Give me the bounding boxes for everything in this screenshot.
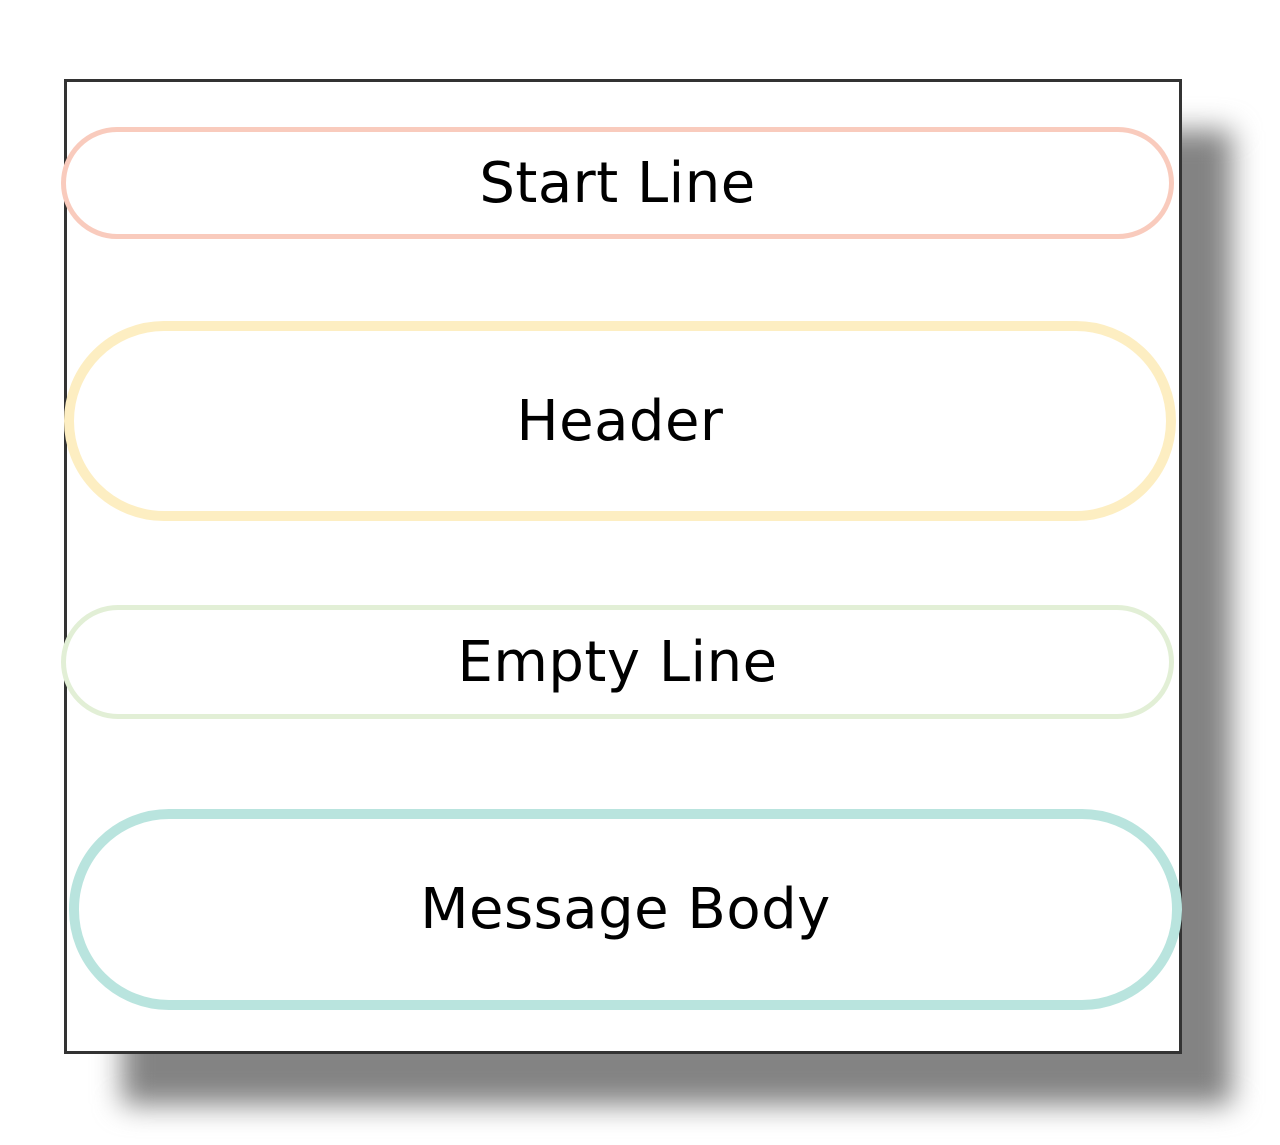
start-line-label: Start Line	[479, 150, 756, 216]
start-line-section: Start Line	[61, 127, 1174, 239]
message-body-label: Message Body	[420, 877, 831, 942]
message-body-section: Message Body	[69, 809, 1182, 1010]
header-label: Header	[516, 388, 724, 454]
empty-line-label: Empty Line	[457, 629, 778, 695]
empty-line-section: Empty Line	[61, 605, 1174, 719]
header-section: Header	[64, 321, 1176, 521]
